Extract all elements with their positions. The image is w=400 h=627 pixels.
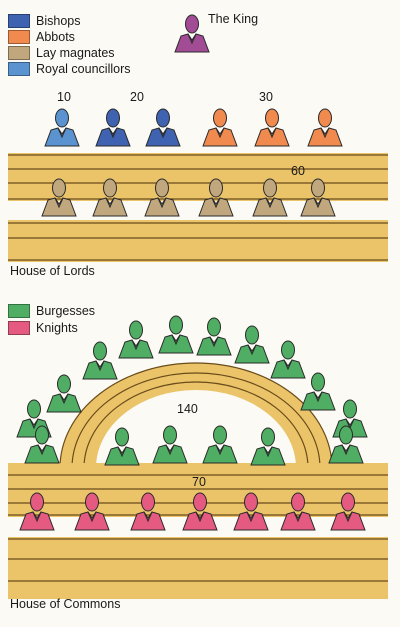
lords-number-20: 20 (130, 90, 144, 104)
lay-magnate-figure-3 (144, 178, 180, 217)
abbots-swatch (8, 30, 30, 44)
king-label: The King (208, 12, 259, 26)
legend-label: Abbots (36, 30, 75, 44)
lay-magnate-figure-1 (41, 178, 77, 217)
legend-label: Burgesses (36, 304, 96, 318)
bishops-swatch (8, 14, 30, 28)
lords-top-figure-1 (44, 108, 80, 147)
king-figure (174, 14, 210, 53)
burgess-inner-figure-1 (104, 427, 140, 466)
knight-figure-4 (182, 492, 218, 531)
lords-number-30: 30 (259, 90, 273, 104)
burgess-outer-figure-6 (196, 317, 232, 356)
legend-label: Lay magnates (36, 46, 115, 60)
lords-top-figure-4 (202, 108, 238, 147)
knight-figure-3 (130, 492, 166, 531)
lords-number-10: 10 (57, 90, 71, 104)
lords-front-bench (8, 153, 388, 201)
burgess-outer-figure-2 (46, 374, 82, 413)
burgess-outer-figure-4 (118, 320, 154, 359)
lay-magnate-figure-2 (92, 178, 128, 217)
lords-top-figure-6 (307, 108, 343, 147)
burgess-outer-figure-8 (270, 340, 306, 379)
lords-top-figure-2 (95, 108, 131, 147)
legend-royal-councillors: Royal councillors (8, 61, 130, 77)
lay-magnate-figure-5 (252, 178, 288, 217)
burgess-outer-figure-1 (16, 399, 52, 438)
knight-figure-6 (280, 492, 316, 531)
knight-figure-2 (74, 492, 110, 531)
legend-lay-magnates: Lay magnates (8, 45, 115, 61)
knight-figure-7 (330, 492, 366, 531)
commons-arch-bench (59, 362, 333, 475)
house-of-lords-label: House of Lords (10, 264, 95, 278)
lords-lower-bench (8, 220, 388, 262)
burgess-outer-figure-3 (82, 341, 118, 380)
knight-figure-5 (233, 492, 269, 531)
burgess-outer-figure-7 (234, 325, 270, 364)
burgess-inner-figure-2 (152, 425, 188, 464)
burgess-side-figure-1 (24, 425, 60, 464)
lay-magnate-figure-4 (198, 178, 234, 217)
legend-burgesses: Burgesses (8, 303, 95, 319)
burgess-side-figure-2 (328, 425, 364, 464)
lay-magnate-figure-6 (300, 178, 336, 217)
legend-knights: Knights (8, 320, 78, 336)
burgess-outer-figure-5 (158, 315, 194, 354)
burgesses-swatch (8, 304, 30, 318)
legend-abbots: Abbots (8, 29, 75, 45)
house-of-commons-label: House of Commons (10, 597, 121, 611)
burgess-inner-figure-4 (250, 427, 286, 466)
commons-number-140: 140 (177, 402, 198, 416)
lords-number-60: 60 (291, 164, 305, 178)
legend-label: Royal councillors (36, 62, 131, 76)
burgess-outer-figure-9 (300, 372, 336, 411)
legend-bishops: Bishops (8, 13, 80, 29)
royal-councillors-swatch (8, 62, 30, 76)
knights-swatch (8, 321, 30, 335)
lords-top-figure-5 (254, 108, 290, 147)
lords-top-figure-3 (145, 108, 181, 147)
burgess-inner-figure-3 (202, 425, 238, 464)
lay-magnates-swatch (8, 46, 30, 60)
legend-label: Bishops (36, 14, 81, 28)
commons-number-70: 70 (192, 475, 206, 489)
legend-label: Knights (36, 321, 78, 335)
commons-lower-bench (8, 537, 388, 599)
knight-figure-1 (19, 492, 55, 531)
